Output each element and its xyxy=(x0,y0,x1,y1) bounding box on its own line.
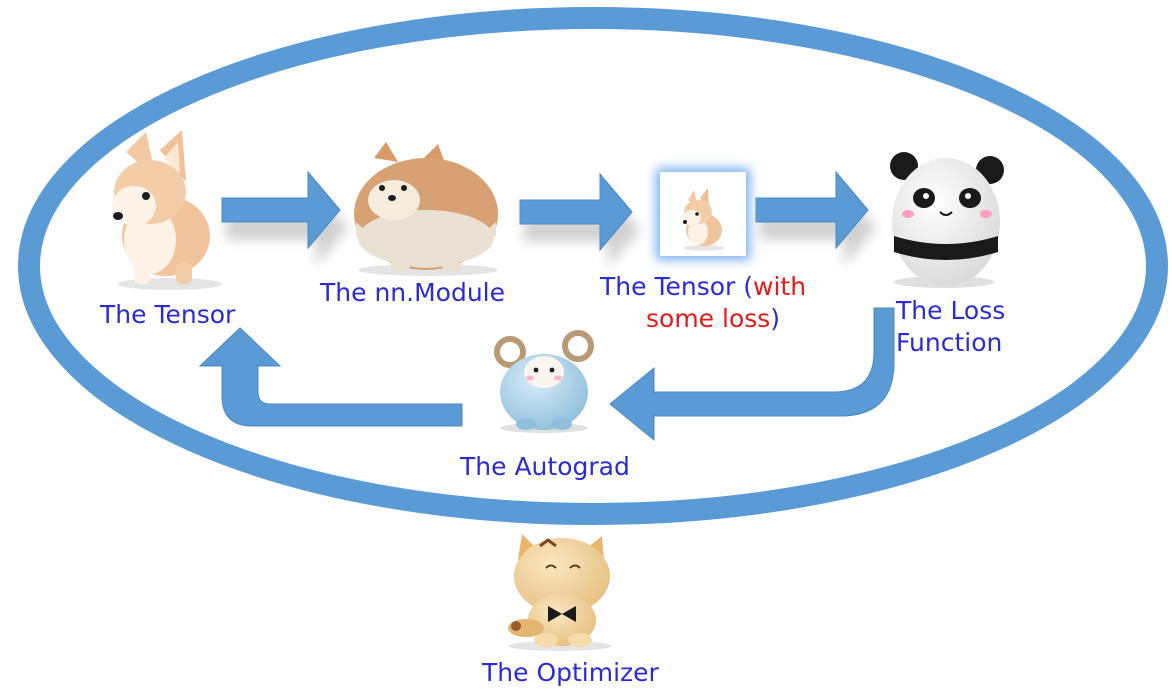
panda-plush-icon xyxy=(890,152,1004,288)
loss-function-label-line2: Function xyxy=(896,328,1003,357)
loss-function-label-line1: The Loss xyxy=(896,296,1006,325)
module-label: The nn.Module xyxy=(320,278,505,307)
tensor-loss-thumbnail xyxy=(660,172,746,256)
optimizer-loop-ellipse xyxy=(18,7,1168,525)
tensor-loss-label-highlight-with: with xyxy=(753,272,807,301)
arrow-tensor-to-module xyxy=(221,170,348,266)
arrow-module-to-tensor-loss xyxy=(519,172,640,268)
sheep-plush-icon xyxy=(494,330,594,433)
tensor-loss-label: The Tensor (with xyxy=(600,272,806,302)
arrow-loss-function-to-autograd xyxy=(609,307,895,442)
arrow-autograd-to-tensor xyxy=(198,327,463,427)
tensor-loss-label-suffix: ) xyxy=(770,304,781,333)
tensor-loss-label-line2: some loss) xyxy=(646,304,780,334)
tensor-loss-label-prefix: The Tensor ( xyxy=(600,272,753,301)
corgi-thumbnail-icon xyxy=(683,188,724,251)
cat-plush-icon xyxy=(508,534,612,651)
shiba-plush-icon xyxy=(354,142,498,276)
autograd-label: The Autograd xyxy=(460,452,630,481)
tensor-label: The Tensor xyxy=(100,300,236,329)
corgi-plush-icon xyxy=(112,130,222,290)
arrow-tensor-loss-to-loss-function xyxy=(755,170,876,266)
optimizer-label: The Optimizer xyxy=(482,658,659,687)
tensor-loss-label-highlight-some-loss: some loss xyxy=(646,304,771,333)
